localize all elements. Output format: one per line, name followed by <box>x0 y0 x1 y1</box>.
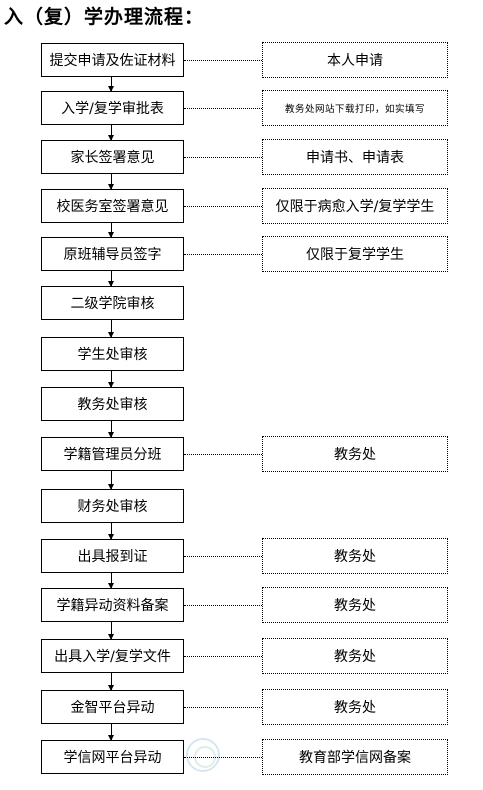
note-connector <box>184 605 262 606</box>
flow-step: 学籍异动资料备案 <box>41 588 184 622</box>
step-note: 教务处 <box>262 436 448 472</box>
note-connector <box>184 206 262 207</box>
flow-step: 家长签署意见 <box>41 140 184 174</box>
flow-step: 校医务室签署意见 <box>41 189 184 223</box>
step-note: 申请书、申请表 <box>262 139 448 175</box>
flow-arrow <box>108 174 114 190</box>
note-connector <box>184 656 262 657</box>
step-note: 本人申请 <box>262 42 448 78</box>
flow-step: 提交申请及佐证材料 <box>41 43 184 77</box>
note-connector <box>184 157 262 158</box>
flow-arrow <box>108 271 114 287</box>
flow-arrow <box>108 471 114 490</box>
flow-arrow <box>108 371 114 388</box>
flow-arrow <box>108 622 114 640</box>
flow-step: 学籍管理员分班 <box>41 437 184 471</box>
flow-arrow <box>108 421 114 438</box>
flow-arrow <box>108 573 114 589</box>
step-note: 教育部学信网备案 <box>262 739 448 775</box>
watermark-logo <box>186 738 220 772</box>
flow-arrow <box>108 125 114 141</box>
note-connector <box>184 757 262 758</box>
flow-step: 出具报到证 <box>41 539 184 573</box>
note-connector <box>184 60 262 61</box>
flow-arrow <box>108 320 114 338</box>
note-connector <box>184 556 262 557</box>
step-note: 教务处 <box>262 689 448 725</box>
flow-step: 学生处审核 <box>41 337 184 371</box>
flow-arrow <box>108 724 114 741</box>
flow-step: 二级学院审核 <box>41 286 184 320</box>
flow-step: 出具入学/复学文件 <box>41 639 184 673</box>
flow-arrow <box>108 77 114 92</box>
step-note: 仅限于复学学生 <box>262 236 448 272</box>
step-note: 教务处 <box>262 587 448 623</box>
flow-step: 金智平台异动 <box>41 690 184 724</box>
flow-step: 学信网平台异动 <box>41 740 184 774</box>
flow-arrow <box>108 673 114 691</box>
step-note: 教务处 <box>262 538 448 574</box>
note-connector <box>184 108 262 109</box>
note-connector <box>184 707 262 708</box>
step-note: 教务处 <box>262 638 448 674</box>
page-title: 入（复）学办理流程： <box>4 6 205 28</box>
step-note: 教务处网站下载打印，如实填写 <box>262 90 448 126</box>
flow-arrow <box>108 523 114 540</box>
step-note: 仅限于病愈入学/复学学生 <box>262 188 448 224</box>
flow-step: 入学/复学审批表 <box>41 91 184 125</box>
flow-step: 教务处审核 <box>41 387 184 421</box>
flow-step: 财务处审核 <box>41 489 184 523</box>
flow-step: 原班辅导员签字 <box>41 237 184 271</box>
note-connector <box>184 254 262 255</box>
flow-arrow <box>108 223 114 238</box>
note-connector <box>184 454 262 455</box>
